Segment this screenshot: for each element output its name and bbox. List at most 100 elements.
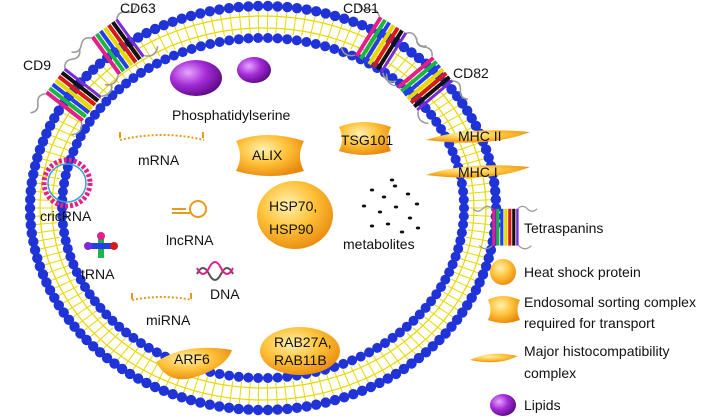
lipid-tail: [400, 61, 416, 79]
outer-lipid-head: [25, 219, 36, 231]
inner-lipid-head: [338, 358, 349, 369]
outer-lipid-head: [185, 10, 197, 22]
lipid-tail: [192, 374, 200, 396]
outer-lipid-head: [223, 402, 235, 413]
outer-lipid-head: [81, 70, 92, 82]
inner-lipid-head: [101, 96, 112, 107]
inner-lipid-head: [214, 37, 225, 47]
legend: Tetraspanins Heat shock protein Endosoma…: [470, 205, 696, 416]
outer-lipid-head: [116, 363, 128, 375]
lipid-tail: [460, 258, 482, 266]
lipid-tail: [174, 26, 184, 47]
outer-lipid-head: [413, 352, 425, 364]
lipid-tail: [238, 381, 242, 404]
outer-lipid-head: [204, 399, 215, 410]
outer-lipid-head: [44, 120, 56, 131]
inner-lipid-head: [57, 211, 68, 222]
lipid-tail: [438, 298, 459, 311]
outer-lipid-head: [398, 363, 410, 375]
metabolite-dot: [381, 195, 387, 199]
outer-lipid-head: [390, 368, 402, 380]
outer-lipid-head: [167, 389, 178, 400]
lipid-tail: [438, 105, 459, 118]
lipid-tail: [117, 342, 133, 361]
dna-helix: [196, 261, 234, 281]
outer-lipid-head: [339, 392, 350, 403]
outer-lipid-head: [41, 277, 52, 288]
lipid-tail: [83, 316, 102, 331]
lipid-tail: [266, 10, 269, 34]
inner-lipid-head: [458, 194, 469, 205]
outer-lipid-head: [88, 64, 99, 75]
lipid-tail: [357, 362, 370, 383]
inner-lipid-head: [84, 289, 95, 300]
inner-lipid-head: [151, 347, 162, 358]
inner-lipid-head: [151, 58, 162, 69]
outer-lipid-head: [374, 377, 385, 389]
mhc-ii-protein: [426, 130, 530, 143]
lipid-tail: [429, 310, 448, 325]
inner-lipid-head: [195, 41, 206, 52]
lipid-tail: [219, 379, 225, 402]
lipid-tail: [38, 236, 60, 242]
outer-lipid-head: [29, 244, 41, 256]
outer-lipid-head: [243, 404, 254, 415]
outer-lipid-head: [185, 394, 197, 406]
outer-lipid-head: [282, 403, 293, 415]
legend-lipids-label: Lipids: [524, 397, 561, 413]
outer-lipid-head: [291, 402, 303, 413]
lipid-tail: [156, 33, 169, 54]
lipid-tail: [418, 321, 436, 338]
outer-lipid-head: [133, 32, 144, 43]
outer-lipid-head: [214, 401, 225, 412]
outer-lipid-head: [470, 120, 482, 131]
alix-label: ALIX: [252, 147, 283, 163]
lipid-tail: [400, 337, 416, 355]
metabolite-dot: [393, 205, 399, 209]
outer-lipid-head: [63, 314, 75, 325]
lipid-tail: [50, 271, 72, 281]
outer-lipid-head: [88, 341, 99, 352]
inner-lipid-head: [440, 274, 451, 285]
inner-lipid-head: [455, 235, 466, 246]
outer-lipid-head: [320, 8, 331, 19]
lipid-tail: [229, 381, 234, 403]
inner-lipid-head: [459, 203, 469, 213]
metabolite-dot: [405, 192, 411, 196]
mhc-i-protein: [426, 165, 530, 178]
outer-lipid-head: [480, 261, 492, 272]
outer-lipid-head: [44, 285, 56, 296]
lipid-tail: [257, 382, 260, 406]
outer-lipid-head: [53, 300, 64, 311]
metabolite-dot: [361, 204, 367, 208]
outer-lipid-head: [69, 321, 80, 332]
outer-lipid-head: [158, 385, 169, 396]
lipid-tail: [96, 72, 114, 89]
rab11b-label: RAB11B: [274, 352, 327, 368]
outer-lipid-head: [262, 0, 274, 12]
inner-lipid-head: [453, 243, 464, 254]
lipid-tail: [67, 298, 88, 311]
inner-lipid-head: [282, 34, 293, 45]
outer-lipid-head: [451, 314, 463, 325]
lipid-bilayer-membrane: [24, 0, 502, 416]
lipid-tail: [248, 382, 251, 405]
outer-lipid-head: [483, 253, 494, 264]
lipid-tail: [468, 222, 491, 225]
inner-lipid-head: [121, 327, 132, 338]
outer-lipid-head: [214, 4, 225, 15]
lipid-tail: [35, 222, 58, 225]
inner-lipid-head: [59, 178, 70, 189]
phosphatidylserine-small-blob: [237, 57, 271, 83]
outer-lipid-head: [37, 269, 49, 280]
outer-lipid-head: [58, 307, 69, 318]
inner-lipid-head: [272, 372, 283, 383]
outer-lipid-head: [272, 404, 283, 415]
inner-lipid-head: [143, 342, 154, 353]
outer-lipid-head: [311, 6, 322, 17]
inner-lipid-head: [160, 54, 171, 65]
lipid-tail: [462, 251, 484, 258]
lipid-tail: [443, 291, 464, 304]
inner-lipid-head: [57, 186, 68, 197]
